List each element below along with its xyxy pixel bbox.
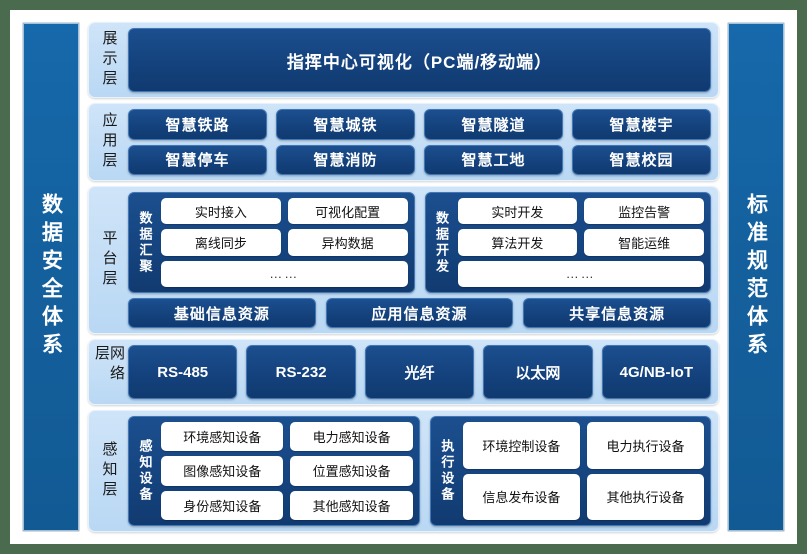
- layer-display-body: 指挥中心可视化（PC端/移动端）: [128, 28, 711, 92]
- layer-display: 展示层 指挥中心可视化（PC端/移动端）: [88, 22, 719, 98]
- development-row-1: 实时开发 监控告警: [457, 198, 704, 225]
- sensor-item-image[interactable]: 图像感知设备: [161, 456, 284, 486]
- resource-item-basic-info[interactable]: 基础信息资源: [128, 298, 316, 328]
- right-pillar-standards-system: 标准规范体系: [727, 22, 785, 532]
- actuator-item-environment-control[interactable]: 环境控制设备: [462, 422, 580, 469]
- network-item-rs232[interactable]: RS-232: [246, 345, 356, 399]
- app-item-smart-tunnel[interactable]: 智慧隧道: [424, 109, 563, 140]
- sensor-row-2: 图像感知设备 位置感知设备: [161, 456, 413, 486]
- layer-sensing-body: 感知设备 环境感知设备 电力感知设备 图像感知设备 位置感知设备: [128, 416, 711, 526]
- left-pillar-label: 数据安全体系: [39, 193, 63, 361]
- resource-item-application-info[interactable]: 应用信息资源: [325, 298, 514, 328]
- sensor-row-3: 身份感知设备 其他感知设备: [161, 490, 413, 520]
- network-items-row: RS-485 RS-232 光纤 以太网 4G/NB-IoT: [128, 345, 712, 399]
- network-item-fiber[interactable]: 光纤: [364, 345, 475, 399]
- aggregation-item-offline-sync[interactable]: 离线同步: [161, 229, 281, 256]
- actuator-row-2: 信息发布设备 其他执行设备: [462, 473, 704, 520]
- sensor-item-position[interactable]: 位置感知设备: [290, 456, 413, 486]
- development-item-more[interactable]: ……: [457, 260, 704, 287]
- app-item-smart-parking[interactable]: 智慧停车: [128, 144, 267, 175]
- layer-application-body: 智慧铁路 智慧城铁 智慧隧道 智慧楼宇 智慧停车 智慧消防 智慧工地 智慧校园: [128, 109, 711, 175]
- aggregation-row-3: ……: [161, 260, 408, 287]
- development-row-2: 算法开发 智能运维: [457, 229, 704, 256]
- development-item-monitoring-alarm[interactable]: 监控告警: [584, 198, 704, 225]
- layer-stack: 展示层 指挥中心可视化（PC端/移动端） 应用层 智慧铁路 智慧城铁 智慧隧道 …: [88, 22, 719, 532]
- layer-application-label-text: 应用层: [100, 112, 118, 172]
- layer-sensing-label-text: 感知层: [100, 441, 118, 501]
- app-item-smart-building[interactable]: 智慧楼宇: [572, 109, 711, 140]
- layer-application-label: 应用层: [96, 109, 122, 175]
- actuator-item-info-release[interactable]: 信息发布设备: [462, 473, 580, 520]
- app-item-smart-railway[interactable]: 智慧铁路: [128, 109, 267, 140]
- actuator-item-other-execution[interactable]: 其他执行设备: [586, 473, 704, 520]
- platform-group-data-aggregation: 数据汇聚 实时接入 可视化配置 离线同步 异构数据: [128, 192, 415, 293]
- platform-group-aggregation-label: 数据汇聚: [135, 198, 155, 287]
- development-row-3: ……: [457, 260, 704, 287]
- layer-network: 网络层 RS-485 RS-232 光纤 以太网 4G/NB-IoT: [88, 339, 719, 405]
- aggregation-item-visual-config[interactable]: 可视化配置: [287, 198, 408, 225]
- application-row-1: 智慧铁路 智慧城铁 智慧隧道 智慧楼宇: [128, 109, 711, 140]
- sensing-group-sensor-devices: 感知设备 环境感知设备 电力感知设备 图像感知设备 位置感知设备: [128, 416, 420, 526]
- aggregation-item-more[interactable]: ……: [161, 260, 408, 287]
- platform-resource-row: 基础信息资源 应用信息资源 共享信息资源: [128, 298, 712, 328]
- aggregation-row-1: 实时接入 可视化配置: [161, 198, 408, 225]
- layer-network-body: RS-485 RS-232 光纤 以太网 4G/NB-IoT: [128, 345, 712, 399]
- app-item-smart-construction-site[interactable]: 智慧工地: [424, 144, 563, 175]
- sensor-item-identity[interactable]: 身份感知设备: [161, 490, 284, 520]
- layer-sensing-label: 感知层: [96, 416, 122, 526]
- platform-group-aggregation-label-text: 数据汇聚: [137, 210, 153, 275]
- sensing-group-actuator-label: 执行设备: [437, 422, 457, 520]
- display-banner[interactable]: 指挥中心可视化（PC端/移动端）: [128, 28, 711, 92]
- development-item-algorithm-dev[interactable]: 算法开发: [457, 229, 578, 256]
- development-item-intelligent-ops[interactable]: 智能运维: [584, 229, 704, 256]
- actuator-grid: 环境控制设备 电力执行设备 信息发布设备 其他执行设备: [462, 422, 704, 520]
- layer-platform: 平台层 数据汇聚 实时接入 可视化配置: [88, 186, 719, 334]
- development-item-realtime-dev[interactable]: 实时开发: [457, 198, 578, 225]
- architecture-diagram: 数据安全体系 展示层 指挥中心可视化（PC端/移动端） 应用层 智慧铁路 智慧城…: [10, 10, 797, 544]
- sensing-group-actuator-label-text: 执行设备: [439, 439, 455, 503]
- layer-sensing: 感知层 感知设备 环境感知设备 电力感知设备: [88, 410, 719, 532]
- layer-network-label: 网络层: [93, 345, 125, 399]
- platform-group-development-label-text: 数据开发: [434, 210, 449, 275]
- network-item-4g-nbiot[interactable]: 4G/NB-IoT: [601, 345, 712, 399]
- app-item-smart-campus[interactable]: 智慧校园: [572, 144, 711, 175]
- sensing-group-sensor-label-text: 感知设备: [137, 439, 153, 503]
- sensor-grid: 环境感知设备 电力感知设备 图像感知设备 位置感知设备 身份感知设备 其他感知设…: [161, 422, 413, 520]
- layer-application: 应用层 智慧铁路 智慧城铁 智慧隧道 智慧楼宇 智慧停车 智慧消防 智慧工地 智…: [88, 103, 719, 181]
- resource-item-shared-info[interactable]: 共享信息资源: [523, 298, 712, 328]
- layer-display-label-text: 展示层: [100, 30, 118, 90]
- sensing-groups: 感知设备 环境感知设备 电力感知设备 图像感知设备 位置感知设备: [128, 416, 711, 526]
- platform-aggregation-grid: 实时接入 可视化配置 离线同步 异构数据 ……: [161, 198, 408, 287]
- layer-platform-label: 平台层: [96, 192, 122, 328]
- sensor-item-power[interactable]: 电力感知设备: [290, 422, 413, 452]
- platform-group-data-development: 数据开发 实时开发 监控告警 算法开发 智能运维: [424, 192, 711, 293]
- network-item-rs485[interactable]: RS-485: [128, 345, 238, 399]
- aggregation-row-2: 离线同步 异构数据: [161, 229, 408, 256]
- aggregation-item-heterogeneous-data[interactable]: 异构数据: [287, 229, 408, 256]
- application-row-2: 智慧停车 智慧消防 智慧工地 智慧校园: [128, 144, 711, 175]
- layer-display-label: 展示层: [96, 28, 122, 92]
- sensor-item-environment[interactable]: 环境感知设备: [161, 422, 284, 452]
- sensor-item-other[interactable]: 其他感知设备: [290, 490, 413, 520]
- network-item-ethernet[interactable]: 以太网: [483, 345, 593, 399]
- actuator-row-1: 环境控制设备 电力执行设备: [462, 422, 704, 469]
- aggregation-item-realtime-ingest[interactable]: 实时接入: [161, 198, 281, 225]
- layer-network-label-text: 网络层: [93, 345, 125, 385]
- layer-platform-label-text: 平台层: [100, 230, 118, 290]
- platform-groups: 数据汇聚 实时接入 可视化配置 离线同步 异构数据: [128, 192, 711, 293]
- sensing-group-actuator-devices: 执行设备 环境控制设备 电力执行设备 信息发布设备 其他执行设备: [429, 416, 711, 526]
- app-item-smart-firefighting[interactable]: 智慧消防: [276, 144, 415, 175]
- platform-development-grid: 实时开发 监控告警 算法开发 智能运维 ……: [457, 198, 704, 287]
- sensor-row-1: 环境感知设备 电力感知设备: [161, 422, 413, 452]
- left-pillar-data-security: 数据安全体系: [22, 22, 80, 532]
- layer-platform-body: 数据汇聚 实时接入 可视化配置 离线同步 异构数据: [128, 192, 712, 328]
- platform-group-development-label: 数据开发: [432, 198, 452, 287]
- app-item-smart-metro[interactable]: 智慧城铁: [276, 109, 415, 140]
- actuator-item-power-execution[interactable]: 电力执行设备: [586, 422, 704, 469]
- sensing-group-sensor-label: 感知设备: [135, 422, 155, 520]
- right-pillar-label: 标准规范体系: [744, 193, 768, 361]
